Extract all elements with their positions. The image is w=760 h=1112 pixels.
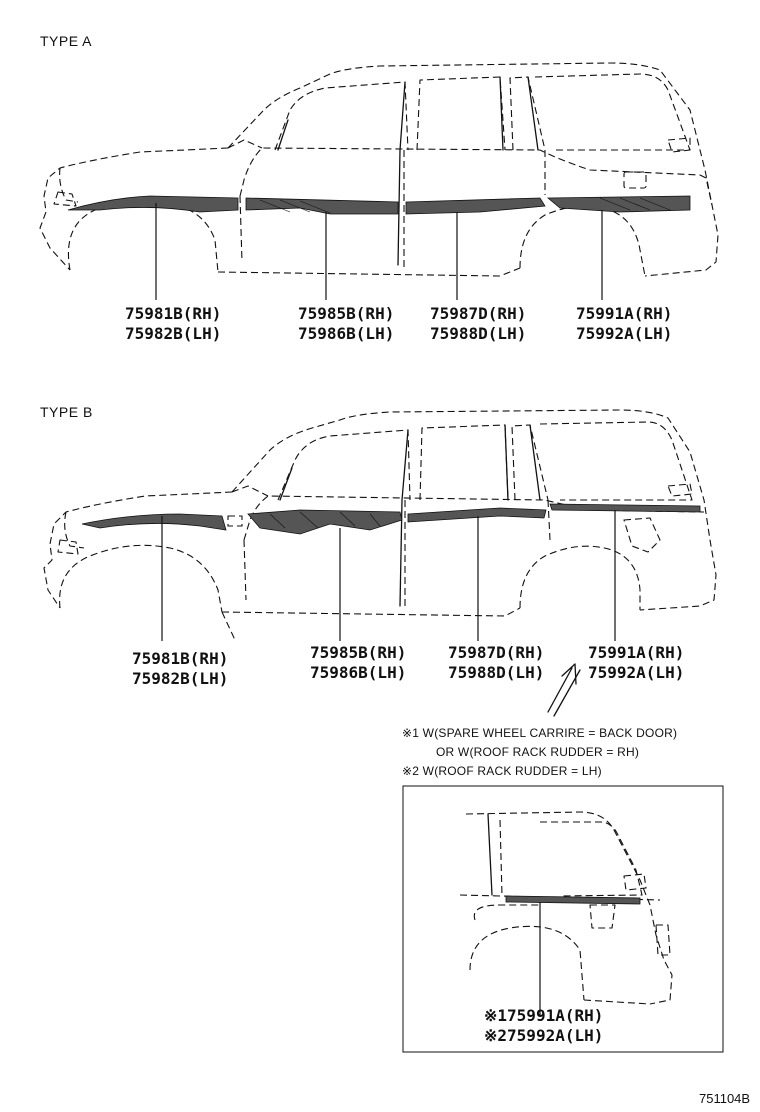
type-b-label-75986b: 75986B(LH) [310,663,406,682]
type-b-label-75982b: 75982B(LH) [132,669,228,688]
type-b-label-75991a: 75991A(RH) [588,643,684,662]
type-a-label-75985b: 75985B(RH) [298,304,394,323]
type-b-label-75981b: 75981B(RH) [132,649,228,668]
type-b-title: TYPE B [40,404,93,420]
detail-box [402,785,724,1053]
figure-number: 751104B [699,1091,750,1106]
type-a-label-75991a: 75991A(RH) [576,304,672,323]
detail-label-75992a: ※275992A(LH) [484,1026,603,1045]
type-a-label-75987d: 75987D(RH) [430,304,526,323]
type-a-label-75981b: 75981B(RH) [125,304,221,323]
note-line-2: OR W(ROOF RACK RUDDER = RH) [436,745,639,759]
type-b-label-75985b: 75985B(RH) [310,643,406,662]
detail-label-75991a: ※175991A(RH) [484,1006,603,1025]
type-a-label-75992a: 75992A(LH) [576,324,672,343]
note-line-3: ※2 W(ROOF RACK RUDDER = LH) [402,764,602,778]
type-a-label-75988d: 75988D(LH) [430,324,526,343]
type-a-label-75986b: 75986B(LH) [298,324,394,343]
note-line-1: ※1 W(SPARE WHEEL CARRIRE = BACK DOOR) [402,726,677,740]
type-a-label-75982b: 75982B(LH) [125,324,221,343]
type-b-label-75992a: 75992A(LH) [588,663,684,682]
detail-pointer-arrow [547,663,581,717]
type-b-label-75988d: 75988D(LH) [448,663,544,682]
type-b-label-75987d: 75987D(RH) [448,643,544,662]
type-a-vehicle [39,62,719,277]
detail-vehicle [459,811,673,1005]
type-a-title: TYPE A [40,33,92,49]
type-b-vehicle [43,409,717,641]
